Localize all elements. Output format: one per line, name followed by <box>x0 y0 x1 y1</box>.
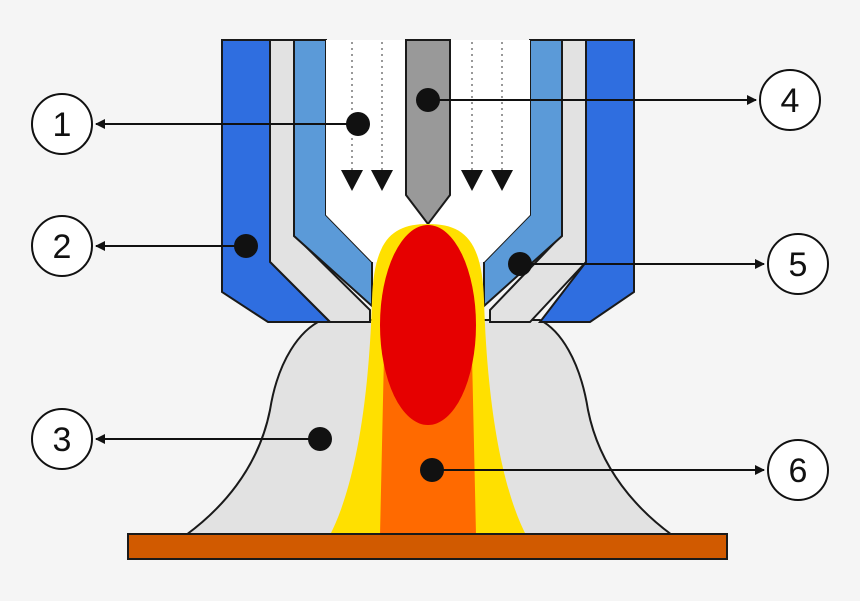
flow-arrowhead <box>341 170 363 191</box>
electrode <box>405 39 451 226</box>
callout-label: 3 <box>53 421 72 459</box>
gas-flow-arrows <box>341 42 513 191</box>
anchor-dot-4 <box>416 88 440 112</box>
callout-4: 4 <box>759 69 821 131</box>
anchor-dot-5 <box>508 252 532 276</box>
callout-5: 5 <box>767 233 829 295</box>
callout-6: 6 <box>767 439 829 501</box>
callout-label: 4 <box>781 82 800 120</box>
callout-2: 2 <box>31 215 93 277</box>
callout-circle <box>767 439 829 501</box>
callout-circle <box>31 408 93 470</box>
anchor-dot-6 <box>420 458 444 482</box>
arc-core <box>380 225 476 425</box>
callout-circle <box>767 233 829 295</box>
flow-arrowhead <box>491 170 513 191</box>
outer-nozzle-right <box>537 39 635 323</box>
callout-label: 2 <box>53 228 72 266</box>
callout-circle <box>31 93 93 155</box>
callout-circle <box>759 69 821 131</box>
callout-circle <box>31 215 93 277</box>
flow-arrowhead <box>371 170 393 191</box>
workpiece <box>127 533 728 560</box>
anchor-dot-1 <box>346 112 370 136</box>
flow-arrowhead <box>461 170 483 191</box>
anchor-dot-3 <box>308 427 332 451</box>
callout-label: 5 <box>789 246 808 284</box>
callout-3: 3 <box>31 408 93 470</box>
anchor-dot-2 <box>234 234 258 258</box>
callout-label: 1 <box>53 106 72 144</box>
leader-lines <box>95 88 765 482</box>
callout-label: 6 <box>789 452 808 490</box>
callout-1: 1 <box>31 93 93 155</box>
